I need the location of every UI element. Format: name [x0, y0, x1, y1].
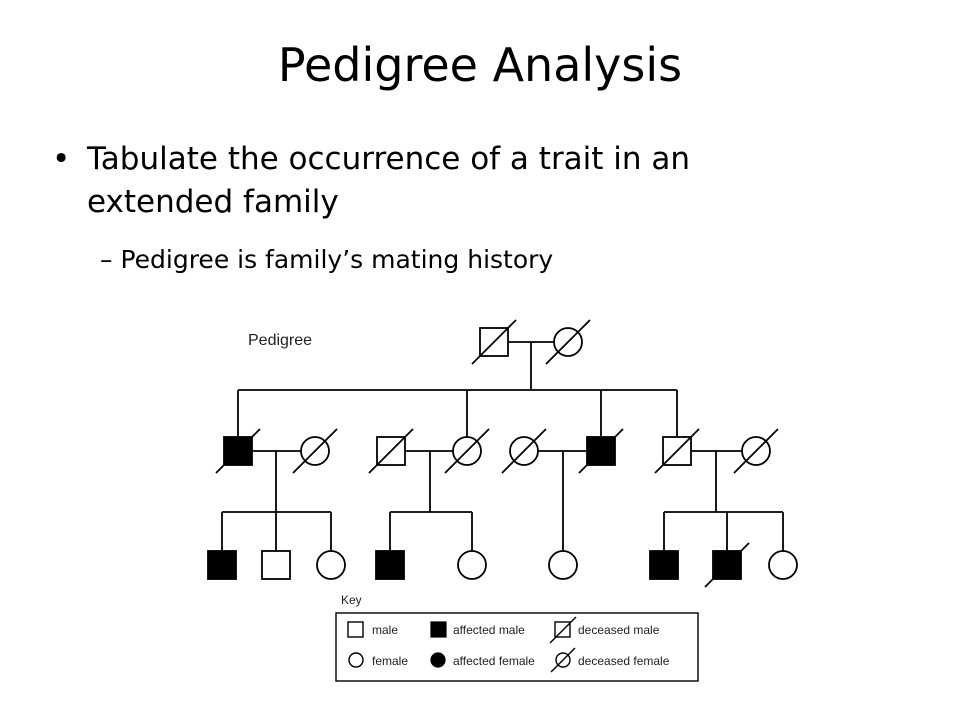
key-female-icon [348, 652, 364, 668]
gen3-affected-male-1 [207, 550, 237, 580]
gen3-affected-male-2 [375, 550, 405, 580]
sub-bullet-text: Pedigree is family’s mating history [120, 245, 554, 274]
key-title: Key [341, 593, 362, 607]
key-deceased-female-icon [550, 647, 576, 673]
gen3-female-1 [316, 550, 346, 580]
slide-title: Pedigree Analysis [277, 38, 683, 92]
bullet-text: Tabulate the occurrence of a trait in an… [87, 141, 691, 220]
key-label-affected-female: affected female [453, 654, 535, 668]
gen2-affected-deceased-male-3 [578, 428, 624, 474]
gen1-deceased-male [471, 319, 517, 365]
gen2-deceased-female-4 [733, 428, 779, 474]
key-deceased-male-icon [549, 616, 577, 644]
gen2-deceased-male-4 [654, 428, 700, 474]
sub-bullet-item: – Pedigree is family’s mating history [100, 240, 800, 280]
gen3-male-1 [261, 550, 291, 580]
gen3-female-4 [768, 550, 798, 580]
key-label-affected-male: affected male [453, 623, 525, 637]
key-affected-male-icon [430, 621, 447, 638]
pedigree-label: Pedigree [248, 332, 312, 349]
gen3-affected-male-3 [649, 550, 679, 580]
gen2-deceased-female-2 [444, 428, 490, 474]
gen3-female-3 [548, 550, 578, 580]
gen2-deceased-female-3 [501, 428, 547, 474]
bullet-marker: • [52, 141, 71, 177]
gen2-deceased-female-1 [292, 428, 338, 474]
sub-bullet-marker: – [100, 245, 113, 274]
key-affected-female-icon [430, 652, 446, 668]
key-label-female: female [372, 654, 408, 668]
key-box [335, 612, 699, 682]
key-label-deceased-female: deceased female [578, 654, 670, 668]
key-label-male: male [372, 623, 398, 637]
gen3-affected-deceased-male [704, 542, 750, 588]
gen3-female-2 [457, 550, 487, 580]
gen2-affected-deceased-male [215, 428, 261, 474]
key-label-deceased-male: deceased male [578, 623, 660, 637]
key-male-icon [347, 621, 364, 638]
gen1-deceased-female [545, 319, 591, 365]
